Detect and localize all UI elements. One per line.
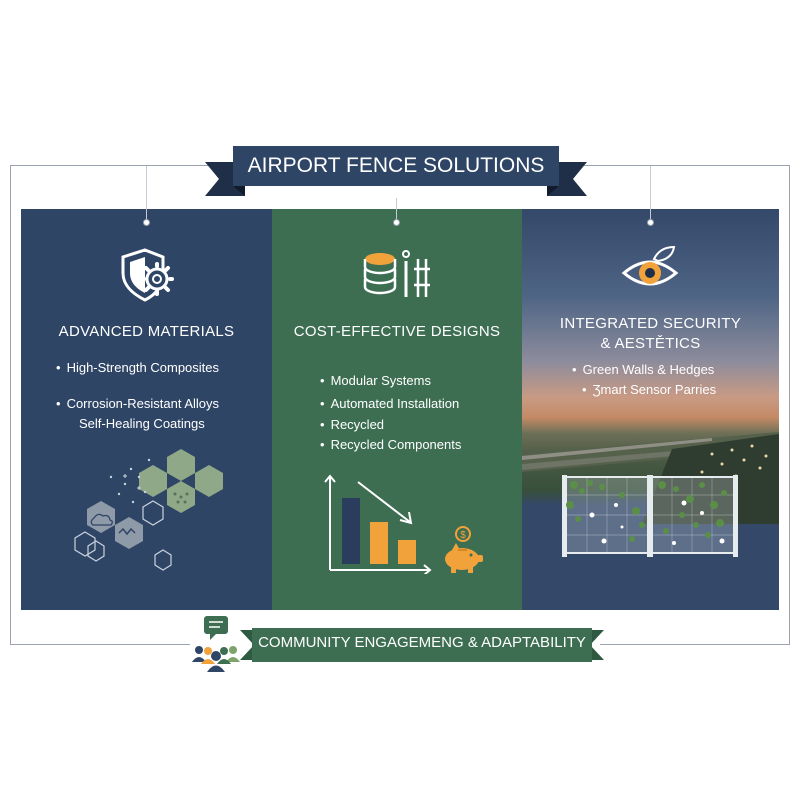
bullet-item: Self-Healing Coatings	[79, 416, 205, 431]
bullet-item: Corrosion-Resistant Alloys	[56, 396, 219, 412]
panel-title-cost-effective-designs: COST-EFFECTIVE DESIGNS	[293, 323, 501, 340]
piggy-bank-icon: $	[445, 526, 483, 573]
eye-leaf-icon	[621, 245, 679, 286]
connector-dot-2	[393, 219, 400, 226]
panel-cost-effective-designs: COST-EFFECTIVE DESIGNS Modular Systems A…	[272, 209, 522, 610]
bullet-item: Automated Installation	[320, 396, 460, 412]
frame-bottom-left	[10, 644, 190, 645]
footer-ribbon	[240, 628, 604, 662]
hexagon-cluster-icon	[74, 449, 223, 571]
bullet-item: Ʒmart Sensor Parries	[582, 382, 717, 398]
airport-landscape	[522, 432, 779, 524]
svg-text:$: $	[460, 530, 466, 541]
stacked-coins-icon	[363, 250, 430, 297]
shield-gear-icon	[121, 248, 174, 302]
frame-left	[10, 165, 11, 645]
cost-reduction-chart-icon	[324, 474, 432, 574]
panel-title-advanced-materials: ADVANCED MATERIALS	[58, 323, 235, 340]
smart-fence-icon	[562, 475, 738, 557]
frame-bottom-right	[600, 644, 790, 645]
bullet-item: Recycled Components	[320, 437, 462, 453]
bullet-item: Modular Systems	[320, 373, 431, 389]
connector-line-2	[396, 198, 397, 222]
community-chat-icon	[192, 616, 240, 672]
connector-line-3	[650, 166, 651, 222]
panel-advanced-materials: ADVANCED MATERIALS High-Strength Composi…	[21, 209, 272, 610]
connector-dot-3	[647, 219, 654, 226]
page-title: AIRPORT FENCE SOLUTIONS	[247, 154, 545, 177]
bullet-item: Green Walls & Hedges	[572, 362, 715, 378]
bullet-item: High-Strength Composites	[56, 360, 219, 376]
panel-integrated-security: INTEGRATED SECURITY & AESTĚTICS Green Wa…	[522, 209, 779, 610]
bullet-item: Recycled	[320, 417, 384, 433]
frame-top-left	[10, 165, 235, 166]
panel-title-integrated-security-2: & AESTĚTICS	[600, 335, 701, 352]
frame-right	[789, 165, 790, 645]
connector-line-1	[146, 166, 147, 222]
frame-top-right	[582, 165, 790, 166]
header-ribbon	[205, 146, 587, 196]
connector-dot-1	[143, 219, 150, 226]
footer-title: COMMUNITY ENGAGEMENG & ADAPTABILITY	[258, 634, 586, 651]
panel-title-integrated-security-1: INTEGRATED SECURITY	[559, 315, 742, 332]
